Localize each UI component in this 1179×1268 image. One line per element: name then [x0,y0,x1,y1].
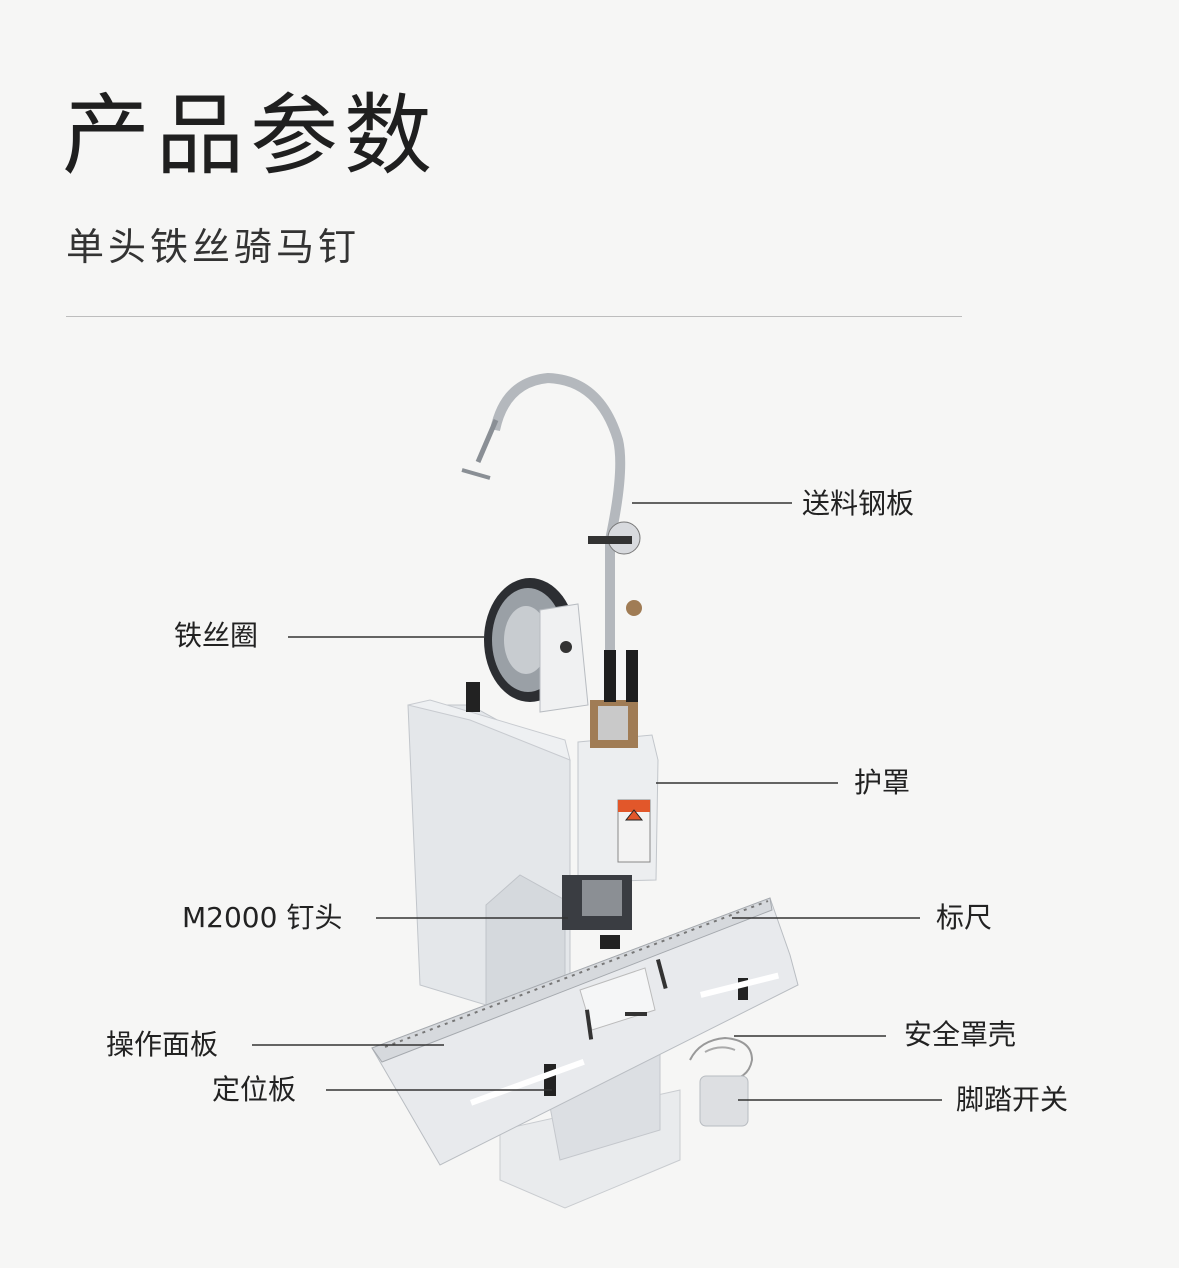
wire-coil [466,578,589,713]
label-wire-coil: 铁丝圈 [174,619,259,652]
page-title: 产品参数 [62,84,439,187]
positioning-plate [470,1058,585,1106]
label-feed-plate: 送料钢板 [802,487,915,520]
label-operation-panel: 操作面板 [106,1028,219,1061]
label-positioning-plate: 定位板 [212,1073,297,1106]
staple-head [562,700,638,949]
safety-cover-cable [689,1036,754,1082]
label-staple-head: M2000 钉头 [182,901,343,934]
label-safety-cover: 安全罩壳 [904,1018,1017,1051]
label-ruler: 标尺 [936,901,993,934]
label-foot-switch: 脚踏开关 [956,1083,1069,1116]
header-divider [66,316,962,317]
label-guard: 护罩 [854,766,911,799]
callout-lines [252,502,942,1101]
feed-steel-plate [461,372,642,702]
machine-column [407,699,571,1011]
page-subtitle: 单头铁丝骑马钉 [66,225,361,269]
guard-housing [577,734,659,883]
foot-switch [699,1075,749,1127]
